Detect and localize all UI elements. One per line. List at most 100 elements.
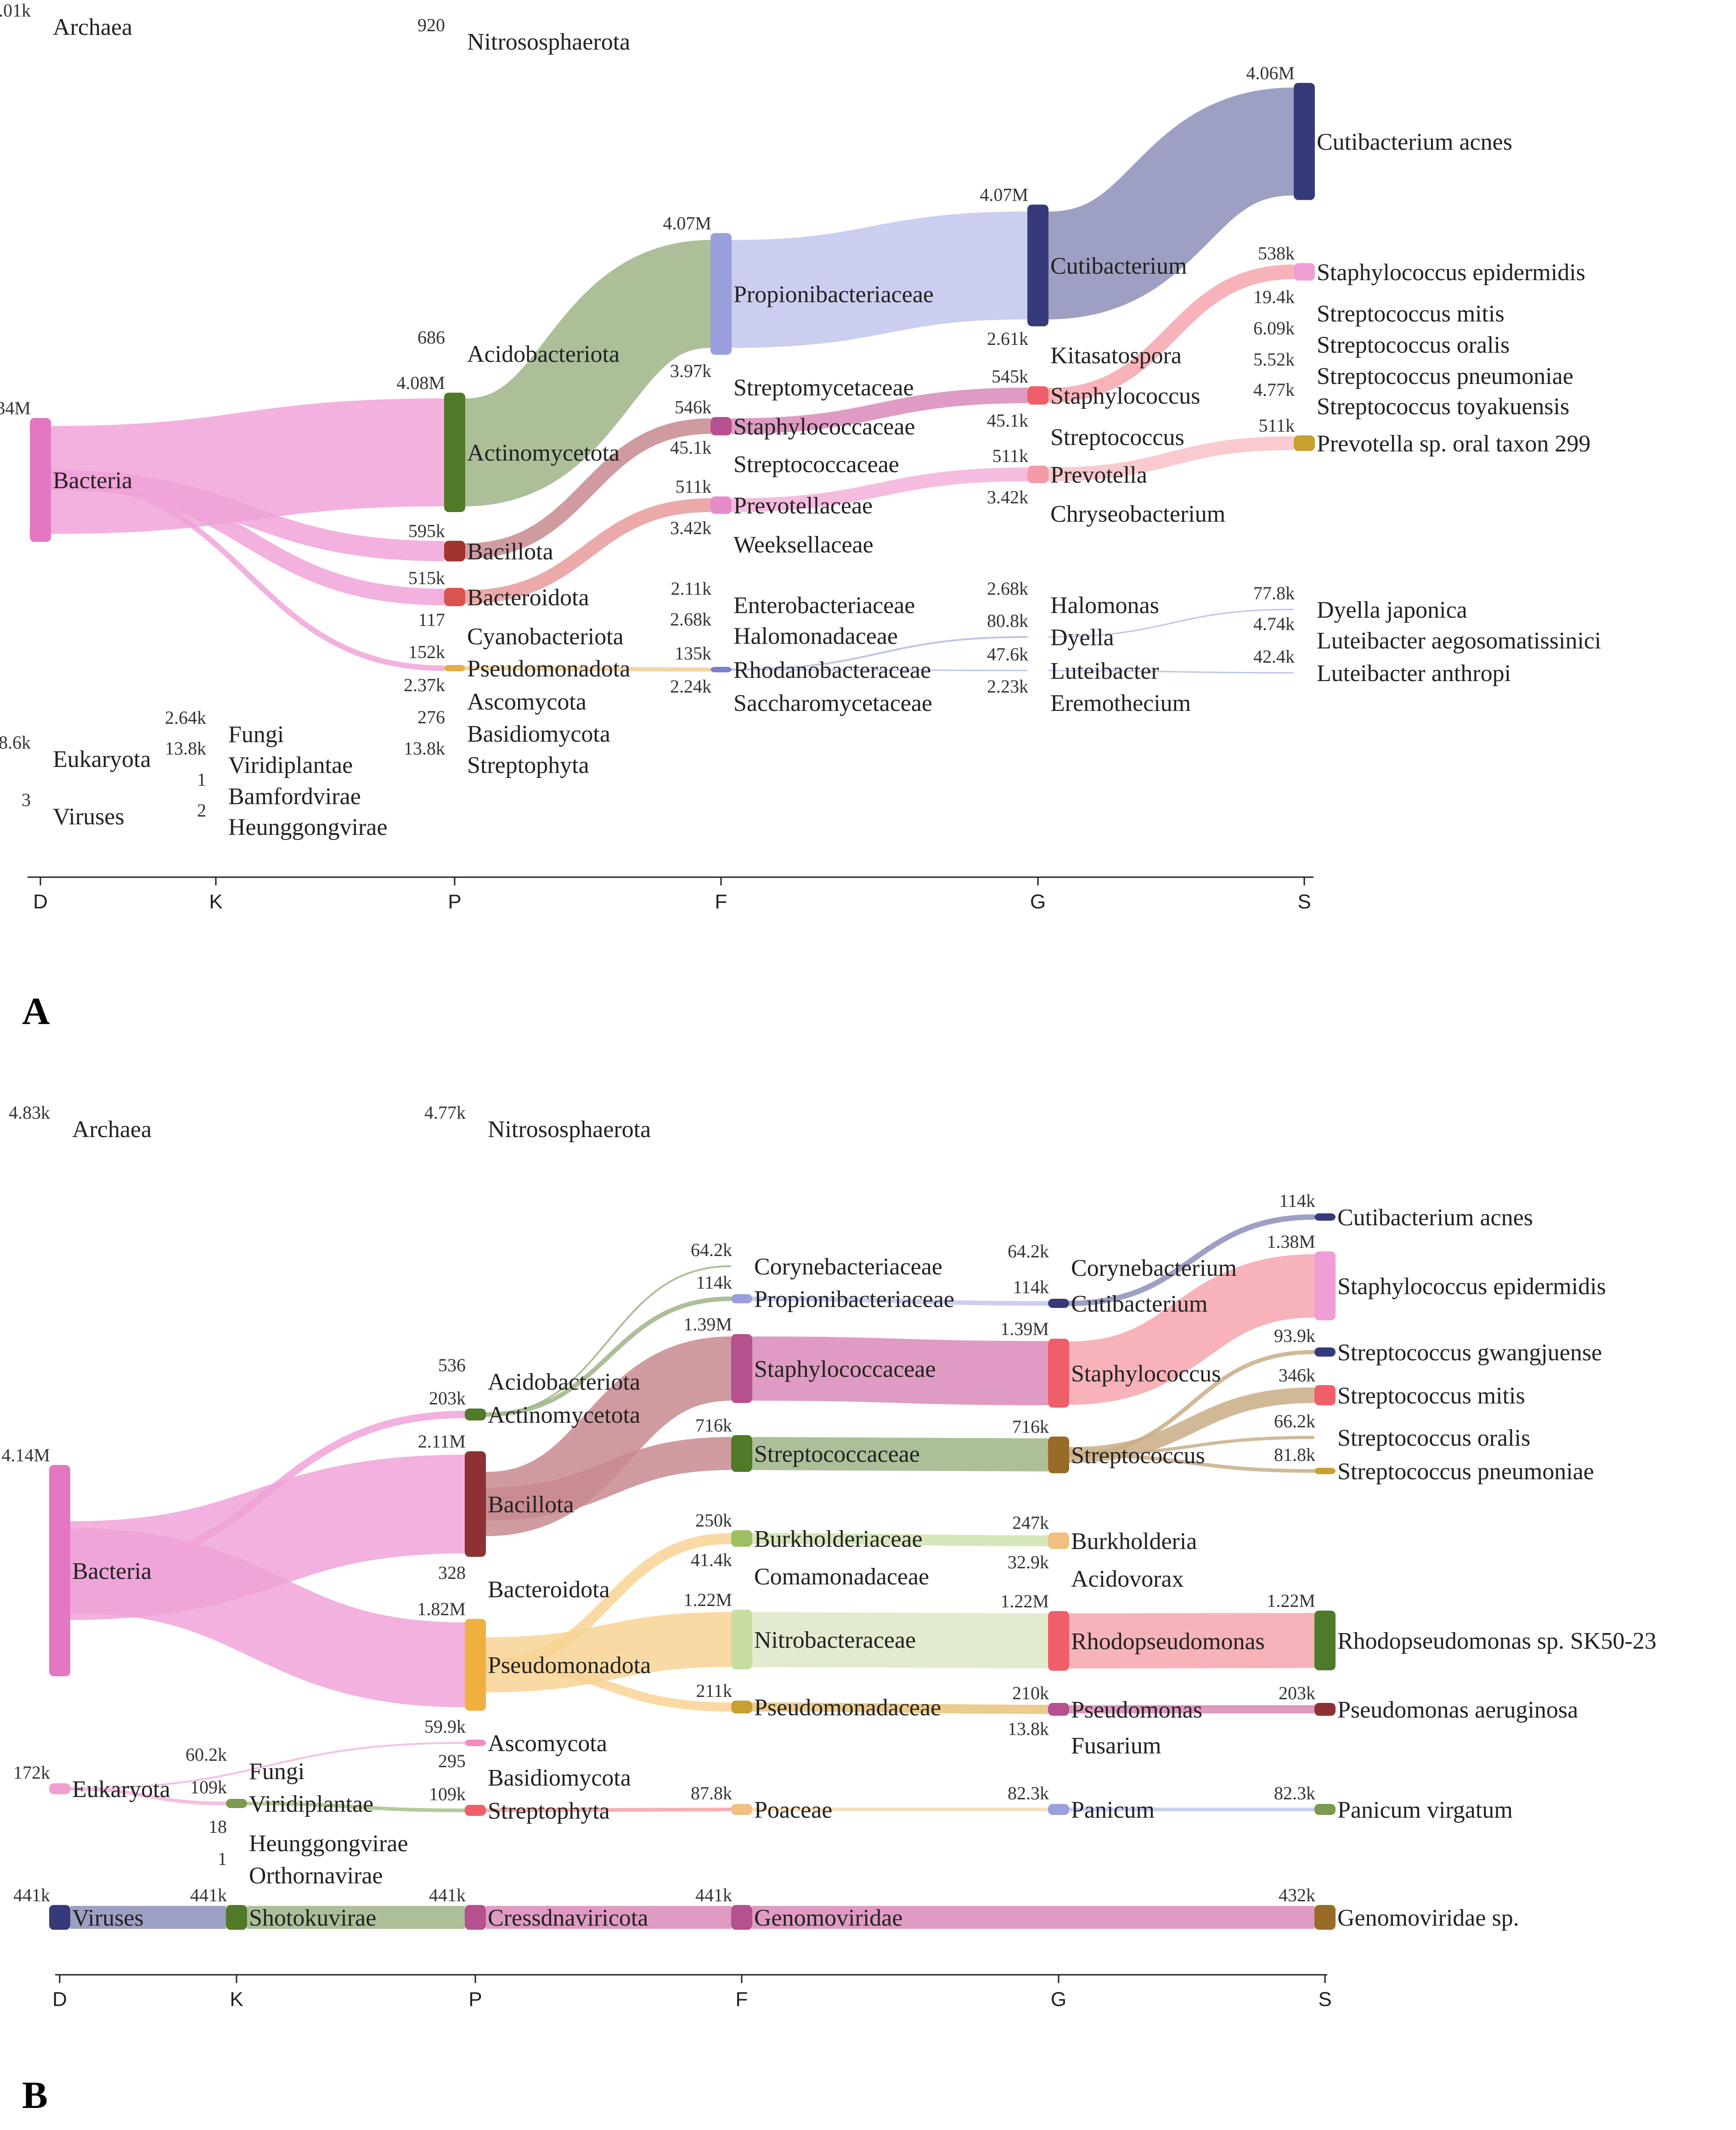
node-bar-b-sgwang[interactable] [1314, 1347, 1336, 1357]
node-label-a-entero[interactable]: Enterobacteriaceae [733, 592, 915, 619]
node-label-a-nitroso[interactable]: Nitrososphaerota [467, 29, 630, 55]
node-label-b-actino[interactable]: Actinomycetota [488, 1402, 640, 1428]
node-label-b-ascomycota[interactable]: Ascomycota [488, 1730, 607, 1757]
node-label-b-strepto-p[interactable]: Streptophyta [488, 1798, 610, 1824]
node-label-a-prevo-g[interactable]: Prevotella [1050, 462, 1147, 488]
node-bar-b-pvirg[interactable] [1314, 1804, 1336, 1815]
node-label-b-burkh-g[interactable]: Burkholderia [1071, 1528, 1197, 1555]
node-bar-b-rhodosk[interactable] [1314, 1611, 1336, 1670]
node-label-b-propioni-f[interactable]: Propionibacteriaceae [754, 1286, 954, 1313]
node-label-a-halomonas[interactable]: Halomonas [1050, 592, 1159, 619]
node-label-b-staph-g[interactable]: Staphylococcus [1071, 1361, 1221, 1387]
node-bar-a-cacnes[interactable] [1294, 83, 1315, 200]
node-bar-a-rhodano[interactable] [710, 667, 732, 672]
node-label-a-luteib[interactable]: Luteibacter [1050, 658, 1159, 684]
node-bar-a-staph-g[interactable] [1027, 386, 1048, 405]
node-label-a-lutaeg[interactable]: Luteibacter aegosomatissinici [1317, 628, 1601, 654]
node-label-b-smitis[interactable]: Streptococcus mitis [1337, 1383, 1525, 1409]
node-label-b-poaceae[interactable]: Poaceae [754, 1797, 832, 1823]
node-label-a-lutanth[interactable]: Luteibacter anthropi [1317, 660, 1511, 687]
node-label-a-ascomycota[interactable]: Ascomycota [467, 689, 586, 715]
node-bar-a-prevo-f[interactable] [710, 496, 732, 514]
node-label-a-bacillota[interactable]: Bacillota [467, 539, 553, 565]
node-label-a-viruses[interactable]: Viruses [53, 804, 124, 830]
node-bar-b-burkh-f[interactable] [731, 1530, 752, 1547]
node-label-a-eukaryota[interactable]: Eukaryota [53, 746, 151, 772]
node-label-a-weeks[interactable]: Weeksellaceae [733, 532, 874, 558]
node-label-b-rhodosk[interactable]: Rhodopseudomonas sp. SK50-23 [1337, 1628, 1657, 1654]
node-label-b-bacteroidota[interactable]: Bacteroidota [488, 1577, 610, 1603]
node-label-a-heung[interactable]: Heunggongvirae [228, 814, 388, 840]
node-bar-a-bacteria[interactable] [30, 418, 51, 542]
node-label-a-kitasato[interactable]: Kitasatospora [1050, 343, 1182, 369]
node-label-b-soralis[interactable]: Streptococcus oralis [1337, 1425, 1530, 1451]
node-bar-b-poaceae[interactable] [731, 1804, 752, 1815]
node-label-a-viridi[interactable]: Viridiplantae [228, 752, 353, 778]
node-bar-a-bacillota[interactable] [444, 541, 465, 562]
node-bar-b-bacillota[interactable] [465, 1451, 486, 1557]
node-label-b-pvirg[interactable]: Panicum virgatum [1337, 1797, 1513, 1823]
node-label-b-heung[interactable]: Heunggongvirae [249, 1831, 408, 1857]
node-bar-a-actino[interactable] [444, 393, 465, 512]
node-label-b-cuti-g[interactable]: Cutibacterium [1071, 1291, 1207, 1317]
node-label-a-strepto-p[interactable]: Streptophyta [467, 752, 589, 778]
node-label-a-pseudo[interactable]: Pseudomonadota [467, 656, 630, 682]
node-bar-a-staph-f[interactable] [710, 417, 732, 435]
node-label-a-cyano[interactable]: Cyanobacteriota [467, 624, 624, 650]
node-label-b-pseudomonas[interactable]: Pseudomonas [1071, 1697, 1202, 1723]
node-bar-a-sepi[interactable] [1294, 263, 1315, 281]
node-label-b-rhodopseudo-g[interactable]: Rhodopseudomonas [1071, 1628, 1265, 1655]
node-bar-b-pseudo-f[interactable] [731, 1701, 752, 1713]
node-label-a-archaea[interactable]: Archaea [53, 14, 132, 40]
node-bar-b-cressdna[interactable] [465, 1905, 486, 1930]
node-label-b-nitro-f[interactable]: Nitrobacteraceae [754, 1627, 916, 1653]
node-label-b-cressdna[interactable]: Cressdnaviricota [488, 1905, 648, 1931]
node-label-a-basidio[interactable]: Basidiomycota [467, 721, 610, 747]
node-label-a-actino[interactable]: Actinomycetota [467, 440, 620, 466]
node-bar-b-paerug[interactable] [1314, 1703, 1336, 1716]
node-bar-b-sepi[interactable] [1314, 1251, 1336, 1320]
node-bar-b-ascomycota[interactable] [465, 1740, 486, 1746]
node-bar-b-panicum[interactable] [1048, 1804, 1069, 1815]
node-label-a-cuti-g[interactable]: Cutibacterium [1050, 253, 1187, 279]
node-bar-b-eukaryota[interactable] [49, 1783, 70, 1794]
node-label-a-acido[interactable]: Acidobacteriota [467, 341, 620, 367]
node-label-a-bacteroidota[interactable]: Bacteroidota [467, 585, 589, 611]
node-bar-b-pseudo[interactable] [465, 1619, 486, 1711]
node-label-b-spneu[interactable]: Streptococcus pneumoniae [1337, 1459, 1594, 1485]
node-label-b-bacillota[interactable]: Bacillota [488, 1492, 574, 1518]
node-label-b-basidio[interactable]: Basidiomycota [488, 1765, 631, 1791]
node-label-a-halomona-f[interactable]: Halomonadaceae [733, 623, 898, 649]
node-bar-b-staph-f[interactable] [731, 1334, 752, 1403]
node-label-b-pseudo[interactable]: Pseudomonadota [488, 1652, 651, 1679]
node-label-a-spneu[interactable]: Streptococcus pneumoniae [1317, 363, 1573, 389]
node-bar-b-spneu[interactable] [1314, 1468, 1336, 1474]
node-label-a-dyellaj[interactable]: Dyella japonica [1317, 597, 1467, 623]
node-label-b-sepi[interactable]: Staphylococcus epidermidis [1337, 1273, 1606, 1300]
node-bar-b-staph-g[interactable] [1048, 1339, 1069, 1408]
node-bar-a-prevo-g[interactable] [1027, 466, 1048, 483]
node-bar-b-genomosp[interactable] [1314, 1905, 1336, 1930]
node-label-b-eukaryota[interactable]: Eukaryota [72, 1776, 170, 1803]
node-label-a-strepto-f[interactable]: Streptococcaceae [733, 451, 899, 478]
node-bar-a-propioni-f[interactable] [710, 233, 732, 355]
node-label-a-propioni-f[interactable]: Propionibacteriaceae [733, 282, 934, 308]
node-label-a-saccharo[interactable]: Saccharomycetaceae [733, 690, 932, 716]
node-label-a-prevo-f[interactable]: Prevotellaceae [733, 493, 873, 519]
node-label-b-panicum[interactable]: Panicum [1071, 1797, 1155, 1823]
node-bar-b-propioni-f[interactable] [731, 1294, 752, 1303]
node-label-b-viruses[interactable]: Viruses [72, 1905, 144, 1931]
node-bar-b-strepto-p[interactable] [465, 1805, 486, 1816]
node-bar-a-prevo299[interactable] [1294, 435, 1315, 451]
node-label-a-prevo299[interactable]: Prevotella sp. oral taxon 299 [1317, 431, 1590, 457]
node-label-b-strepto-f[interactable]: Streptococcaceae [754, 1441, 920, 1467]
node-bar-b-rhodopseudo-g[interactable] [1048, 1611, 1069, 1671]
node-label-a-staph-g[interactable]: Staphylococcus [1050, 383, 1200, 409]
node-bar-b-pseudomonas[interactable] [1048, 1703, 1069, 1716]
node-label-b-coryne-f[interactable]: Corynebacteriaceae [754, 1254, 942, 1280]
node-label-a-bacteria[interactable]: Bacteria [53, 468, 132, 494]
node-label-b-coryne-g[interactable]: Corynebacterium [1071, 1255, 1237, 1281]
node-label-b-viridi[interactable]: Viridiplantae [249, 1791, 373, 1817]
node-label-b-paerug[interactable]: Pseudomonas aeruginosa [1337, 1697, 1578, 1723]
node-label-a-rhodano[interactable]: Rhodanobacteraceae [733, 657, 931, 683]
